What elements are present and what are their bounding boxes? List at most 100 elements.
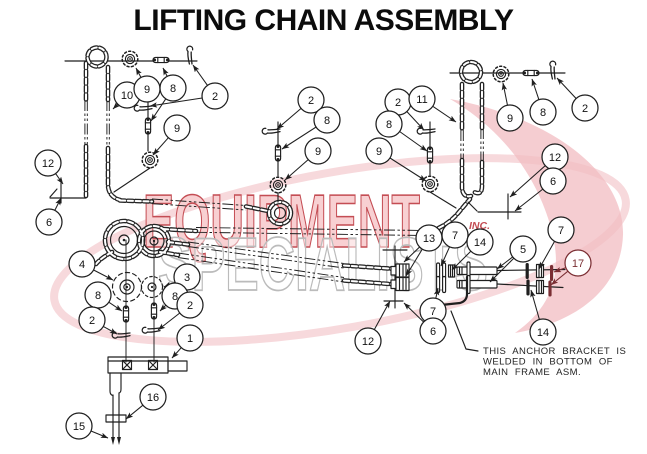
part-callout-7: 7 [538, 216, 575, 270]
callout-number: 3 [184, 272, 190, 284]
callout-balloon [375, 110, 403, 138]
watermark-swoosh-ring [50, 154, 630, 346]
callout-leader-arrow [514, 188, 544, 212]
callout-leader-arrow [162, 67, 169, 77]
callout-number: 2 [187, 300, 193, 312]
callout-number: 9 [315, 146, 321, 158]
callout-balloon [539, 167, 567, 195]
callout-leader-arrow [509, 165, 546, 198]
callout-leader-arrow [108, 301, 123, 312]
chain-phantom-lines [84, 100, 484, 283]
callout-leader-arrow [403, 302, 424, 323]
callout-balloon [571, 94, 599, 122]
callout-leader-arrow [93, 269, 114, 281]
callout-number: 1 [187, 333, 193, 345]
callout-leader-arrow [556, 77, 577, 99]
callout-leader-arrow [125, 404, 144, 420]
callout-number: 8 [95, 290, 101, 302]
callout-balloon [163, 114, 191, 142]
callout-leader-arrow [433, 287, 440, 299]
pulley-phantom [111, 271, 143, 303]
callout-number: 12 [362, 336, 374, 348]
callout-number: 8 [386, 119, 392, 131]
callout-number: 7 [558, 225, 564, 237]
callout-balloon [365, 137, 393, 165]
callout-balloon [529, 98, 557, 126]
part-callout-14: 14 [529, 289, 557, 346]
callout-leader-arrow [192, 64, 208, 86]
callout-leader-arrow [405, 248, 423, 277]
callout-balloon [176, 291, 204, 319]
callout-number: 11 [416, 94, 427, 106]
callout-leader-arrow [159, 304, 167, 312]
callout-balloon [466, 228, 494, 256]
callout-balloon [304, 137, 332, 165]
callout-balloon [297, 86, 325, 114]
callout-number: 8 [172, 291, 178, 303]
part-callout-7: 7 [440, 221, 469, 267]
part-callout-16: 16 [125, 383, 167, 420]
callout-leader-arrow [112, 102, 120, 110]
assembly-line-art [49, 45, 566, 445]
master-link-ring [273, 206, 287, 220]
callout-balloon [78, 306, 106, 334]
part-callout-8: 8 [375, 110, 428, 152]
callout-balloon [419, 317, 447, 345]
part-callout-8: 8 [529, 78, 557, 126]
callout-balloon [547, 216, 575, 244]
callout-leader-arrow [399, 131, 428, 152]
page-title: LIFTING CHAIN ASSEMBLY [133, 4, 514, 37]
part-callout-9: 9 [496, 82, 524, 132]
callout-balloon [564, 249, 592, 277]
part-callout-17: 17 [550, 249, 592, 286]
part-callout-15: 15 [65, 412, 109, 440]
callout-leader-arrow [531, 78, 540, 100]
callout-number: 16 [147, 392, 159, 404]
callout-balloon [509, 235, 537, 263]
callout-balloon [176, 324, 204, 352]
callout-leader-arrow [550, 270, 569, 286]
right-eyebolt-assembly [416, 121, 457, 209]
callout-number: 10 [121, 90, 133, 102]
left-bar-hardware [121, 45, 194, 68]
callout-number: 14 [474, 237, 486, 249]
callout-number: 15 [73, 421, 85, 433]
callout-number: 12 [42, 158, 54, 170]
part-callout-9: 9 [152, 114, 191, 156]
part-callout-6: 6 [403, 302, 447, 345]
note-line-2: WELDED IN BOTTOM OF [483, 357, 613, 368]
callout-number: 2 [89, 315, 95, 327]
callout-leader-arrow [432, 105, 457, 123]
callout-leader-arrow [54, 197, 62, 211]
callout-leader-arrow [530, 289, 540, 320]
callout-leader-arrow [538, 241, 556, 270]
callout-number: 6 [550, 176, 556, 188]
callout-balloon [159, 74, 187, 102]
part-callout-9: 9 [365, 137, 427, 182]
callout-number: 6 [430, 326, 436, 338]
callout-leader-arrow [284, 159, 309, 181]
part-callout-11: 11 [408, 85, 457, 123]
part-callout-1: 1 [171, 324, 204, 359]
callout-balloon [529, 318, 557, 346]
callout-leader-arrow [403, 246, 420, 263]
callout-balloon [201, 82, 229, 110]
u-bolt-clamp [105, 414, 127, 423]
callout-number: 9 [144, 84, 150, 96]
callout-number: 7 [430, 306, 436, 318]
callout-number: 7 [452, 230, 458, 242]
part-callout-13: 13 [403, 224, 443, 277]
sprocket-phantom [140, 275, 164, 299]
callout-leader-arrow [103, 325, 118, 335]
callout-number: 6 [46, 217, 52, 229]
part-callout-12: 12 [509, 143, 569, 198]
callout-number: 14 [537, 327, 549, 339]
callout-number: 8 [540, 107, 546, 119]
part-callout-12: 12 [354, 300, 391, 355]
callout-leader-arrow [90, 430, 109, 439]
chain-sheave-large [109, 225, 139, 255]
callout-balloon [65, 412, 93, 440]
callout-balloon [354, 327, 382, 355]
callout-leader-arrow [451, 250, 472, 271]
right-bar-hardware [492, 60, 557, 83]
